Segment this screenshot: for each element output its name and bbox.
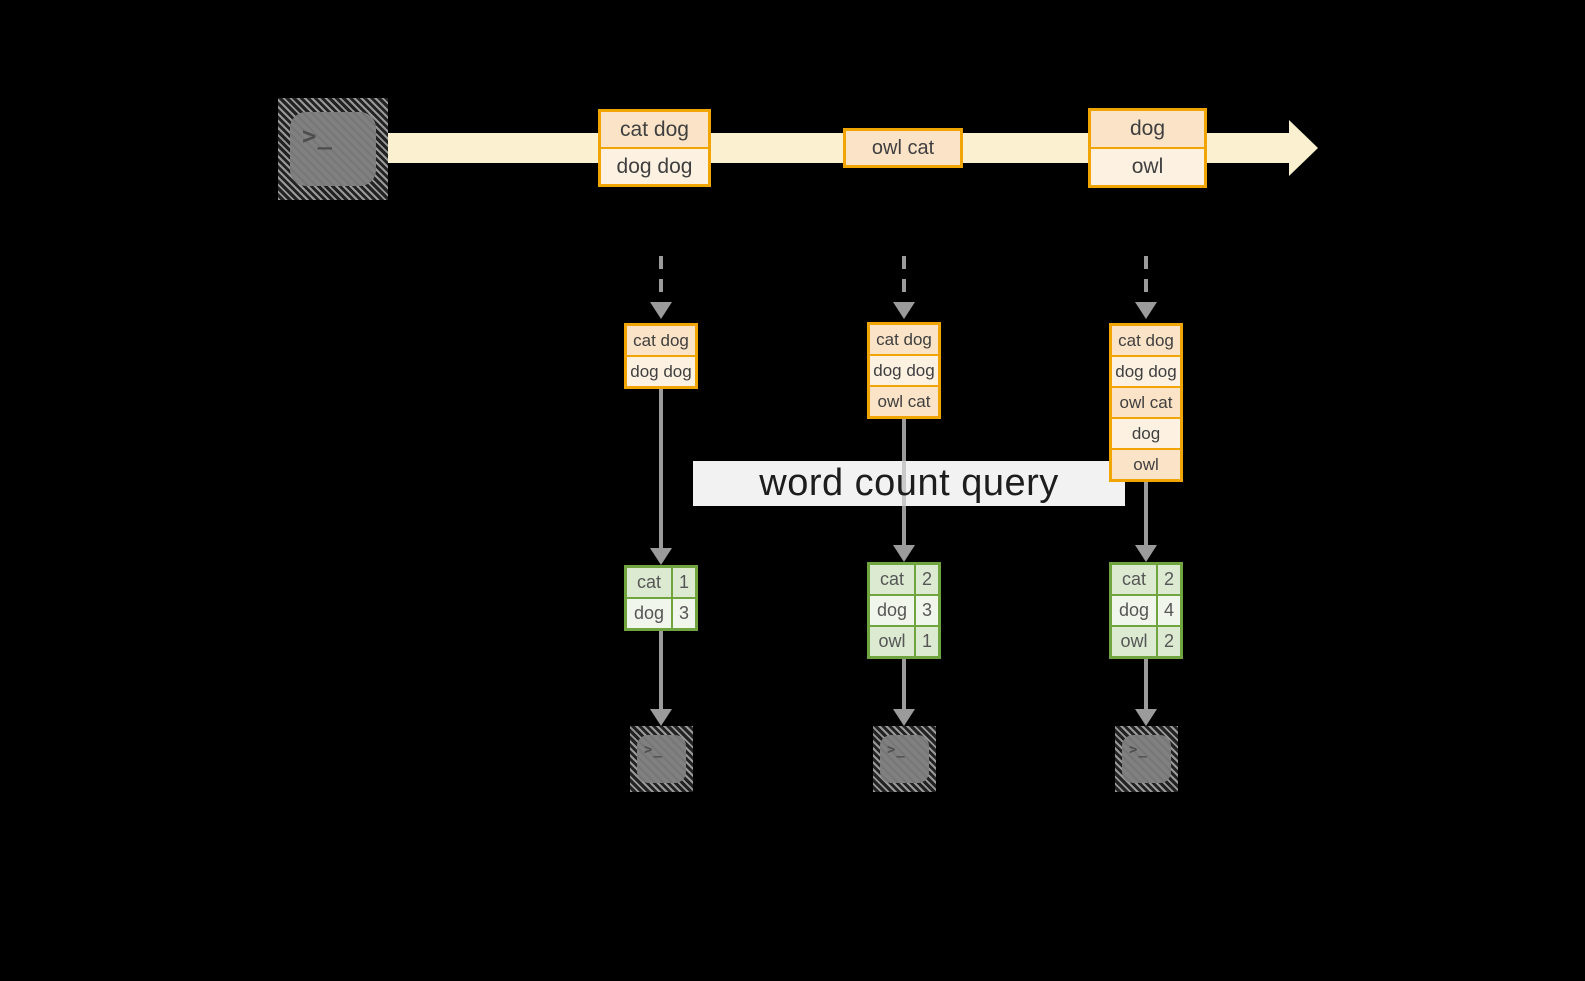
source-terminal-icon: >_ [278,98,388,200]
down-arrowhead-icon [1135,302,1157,319]
terminal-screen: >_ [290,112,376,186]
word-cell: dog [627,599,671,628]
buffer-row: cat dog [627,326,695,355]
down-arrowhead-icon [893,545,915,562]
output-terminal-icon: >_ [1115,726,1178,792]
buffer-row: owl cat [1112,386,1180,417]
buffer-row: cat dog [870,325,938,354]
terminal-screen: >_ [1122,735,1171,783]
buffer-row: dog [1112,417,1180,448]
stream-tap-dashed-arrow [1144,256,1148,302]
down-arrowhead-icon [1135,545,1157,562]
stream-arrowhead-icon [1289,120,1318,176]
down-arrowhead-icon [893,302,915,319]
word-cell: cat [627,568,671,597]
count-cell: 1 [916,627,938,656]
terminal-screen: >_ [637,735,686,783]
count-cell: 2 [1158,627,1180,656]
word-cell: dog [870,596,914,625]
output-terminal-icon: >_ [630,726,693,792]
count-cell: 4 [1158,596,1180,625]
terminal-prompt-icon: >_ [302,122,333,150]
buffer-row: dog dog [1112,355,1180,386]
stream-record-row: cat dog [601,112,708,147]
output-flow-arrow [902,659,906,709]
terminal-prompt-icon: >_ [1129,742,1148,758]
output-flow-arrow [659,631,663,709]
down-arrowhead-icon [650,548,672,565]
word-cell: cat [1112,565,1156,594]
word-cell: owl [870,627,914,656]
query-flow-arrow [659,389,663,548]
stream-record-row: owl [1091,147,1204,185]
query-arrow-through-label [902,461,906,506]
stream-record-row: dog [1091,111,1204,147]
down-arrowhead-icon [1135,709,1157,726]
word-count-query-label: word count query [693,461,1125,506]
stream-record-box: owl cat [843,128,963,168]
count-cell: 2 [916,565,938,594]
buffer-row: dog dog [870,354,938,385]
stream-record-row: dog dog [601,147,708,184]
stream-tap-dashed-arrow [902,256,906,302]
down-arrowhead-icon [650,302,672,319]
buffer-row: owl [1112,448,1180,479]
buffer-row: cat dog [1112,326,1180,355]
output-flow-arrow [1144,659,1148,709]
buffer-row: owl cat [870,385,938,416]
buffer-row: dog dog [627,355,695,386]
terminal-prompt-icon: >_ [644,742,663,758]
terminal-prompt-icon: >_ [887,742,906,758]
stream-record-row: owl cat [846,131,960,165]
stream-tap-dashed-arrow [659,256,663,302]
word-cell: dog [1112,596,1156,625]
down-arrowhead-icon [893,709,915,726]
word-cell: cat [870,565,914,594]
count-cell: 3 [916,596,938,625]
output-terminal-icon: >_ [873,726,936,792]
word-cell: owl [1112,627,1156,656]
query-flow-arrow [1144,482,1148,545]
query-label-text: word count query [759,462,1059,504]
count-cell: 3 [673,599,695,628]
count-cell: 1 [673,568,695,597]
terminal-screen: >_ [880,735,929,783]
down-arrowhead-icon [650,709,672,726]
count-cell: 2 [1158,565,1180,594]
